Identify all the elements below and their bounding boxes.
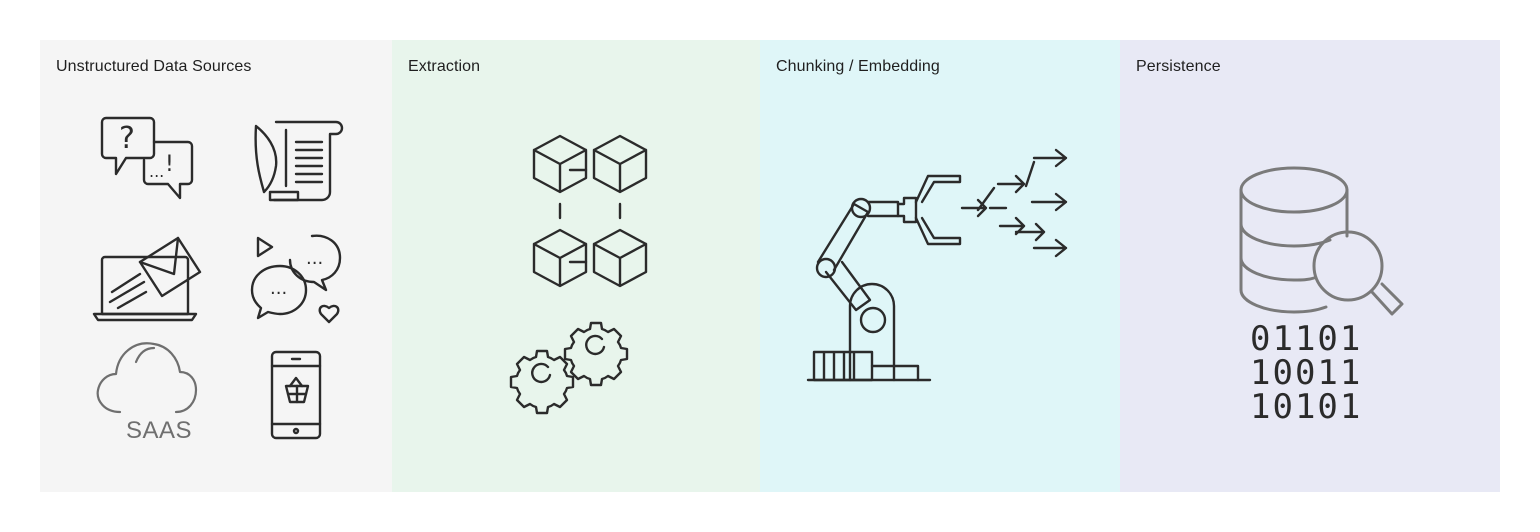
binary-data-icon: 01101 10011 10101 bbox=[1250, 319, 1362, 427]
dots-glyph: ... bbox=[149, 162, 164, 181]
persistence-icons: 01101 10011 10101 bbox=[1120, 40, 1500, 492]
social-dots-upper: ... bbox=[306, 248, 323, 269]
document-scroll-icon bbox=[254, 120, 344, 202]
saas-label: SAAS bbox=[126, 417, 192, 444]
stage-title: Chunking / Embedding bbox=[776, 58, 940, 75]
chat-question-icon: ? ! ... bbox=[100, 116, 194, 200]
saas-cloud-icon: SAAS bbox=[96, 342, 198, 444]
pipeline-diagram: ? ! ... bbox=[40, 40, 1500, 492]
exclaim-glyph: ! bbox=[165, 152, 174, 177]
gears-icon bbox=[509, 321, 629, 415]
cubes-network-icon bbox=[532, 134, 648, 288]
mobile-shopping-icon bbox=[270, 350, 322, 440]
email-laptop-icon bbox=[92, 236, 202, 322]
social-chat-icon: ... ... bbox=[250, 234, 342, 324]
cube-top-right bbox=[592, 134, 648, 194]
database-search-icon bbox=[1239, 166, 1404, 316]
stage-title: Unstructured Data Sources bbox=[56, 58, 252, 75]
binary-row-2: 10011 bbox=[1250, 353, 1362, 393]
stage-background bbox=[40, 40, 392, 492]
robotic-arm-icon bbox=[806, 174, 962, 382]
cube-bottom-right bbox=[592, 228, 648, 288]
question-glyph: ? bbox=[119, 121, 135, 156]
stage-persistence: 01101 10011 10101 Persistence bbox=[1120, 40, 1500, 492]
sources-icons: ? ! ... bbox=[40, 40, 392, 492]
stage-background bbox=[392, 40, 760, 492]
binary-row-1: 01101 bbox=[1250, 319, 1362, 359]
stage-title: Extraction bbox=[408, 58, 481, 75]
stage-title: Persistence bbox=[1136, 58, 1221, 75]
social-dots-lower: ... bbox=[270, 278, 287, 299]
chunking-icons bbox=[760, 40, 1120, 492]
stage-background bbox=[1120, 40, 1500, 492]
binary-row-3: 10101 bbox=[1250, 387, 1362, 427]
stage-background bbox=[760, 40, 1120, 492]
cube-bottom-left bbox=[532, 228, 588, 288]
cube-connectors bbox=[558, 168, 622, 264]
stage-unstructured-data-sources: ? ! ... bbox=[40, 40, 392, 492]
cube-top-left bbox=[532, 134, 588, 194]
extraction-icons bbox=[392, 40, 760, 492]
stage-extraction: Extraction bbox=[392, 40, 760, 492]
arrows-icon bbox=[960, 148, 1068, 258]
stage-chunking-embedding: Chunking / Embedding bbox=[760, 40, 1120, 492]
